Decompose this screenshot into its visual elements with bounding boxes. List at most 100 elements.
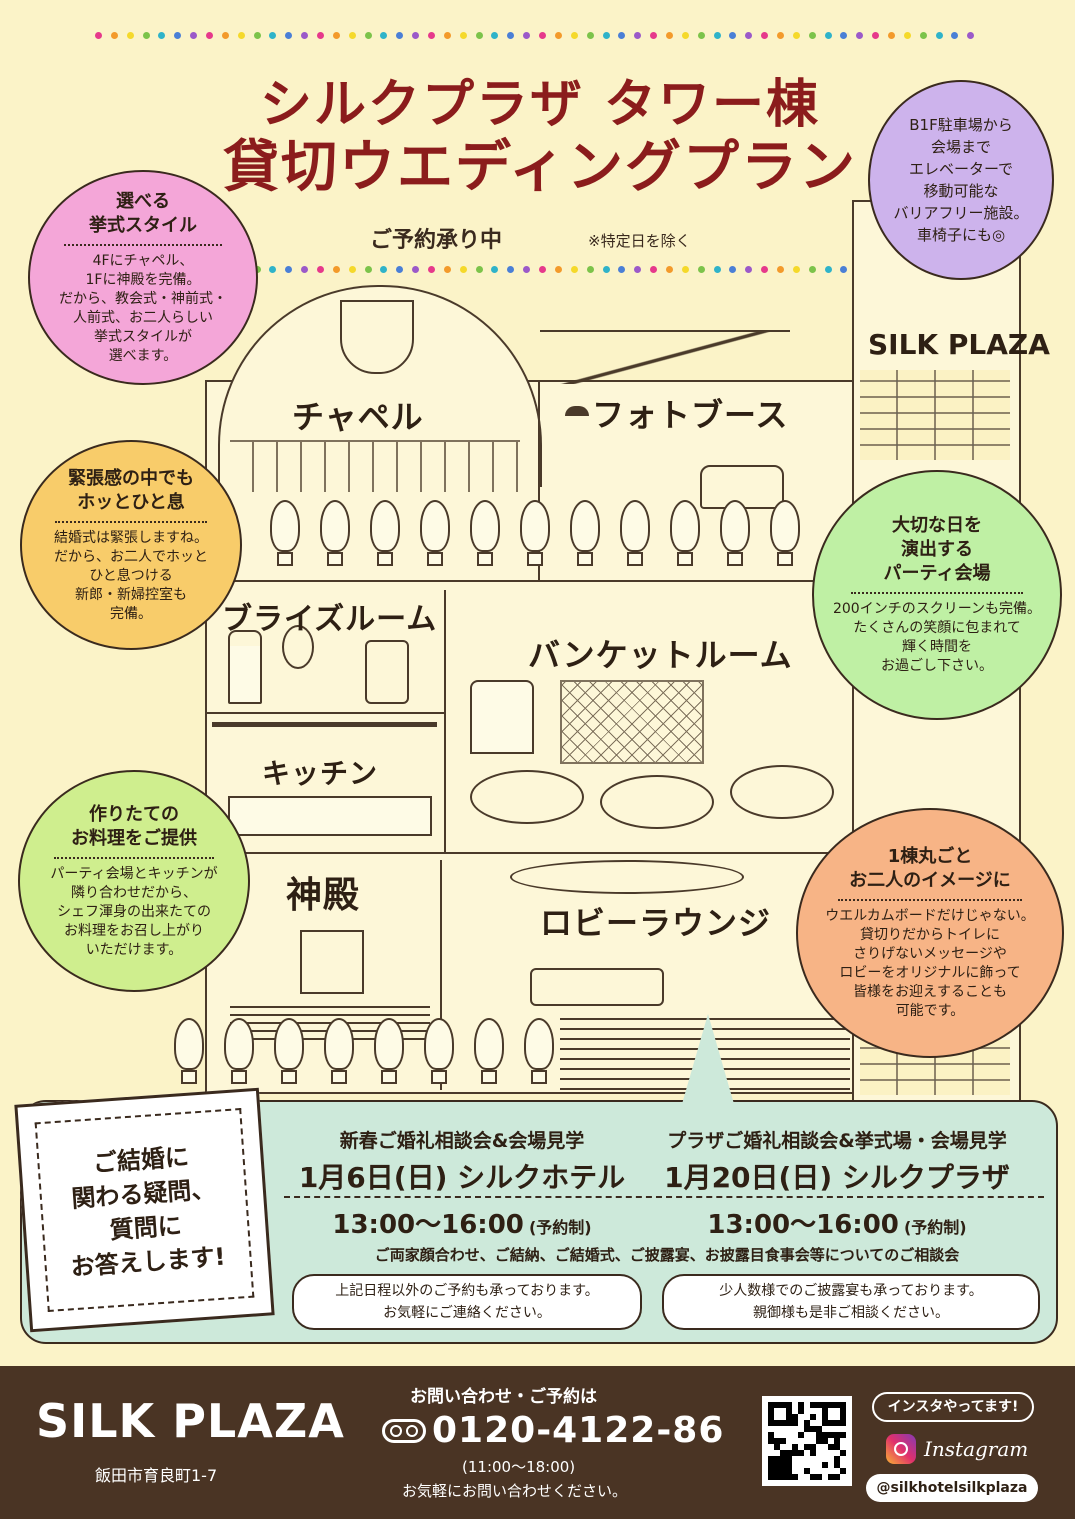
wall-1f	[440, 860, 442, 1090]
bubble-body: お過ごし下さい。	[881, 658, 993, 674]
decor-dot	[253, 32, 261, 39]
event2-time: 13:00～16:00	[707, 1210, 899, 1240]
decor-dot	[570, 32, 578, 39]
decor-dot	[428, 32, 436, 39]
wall-3f	[444, 590, 446, 852]
qr-cell	[768, 1456, 774, 1462]
insta-handle[interactable]: @silkhotelsilkplaza	[866, 1474, 1038, 1502]
title-line2: 貸切ウエディングプラン	[222, 135, 858, 200]
qr-cell	[810, 1450, 816, 1456]
qr-cell	[774, 1456, 780, 1462]
qr-cell	[816, 1402, 822, 1408]
insta-row[interactable]: Instagram	[886, 1434, 1028, 1464]
qr-cell	[828, 1438, 834, 1444]
qr-code[interactable]	[762, 1396, 852, 1486]
decor-dot	[158, 32, 166, 39]
qr-cell	[780, 1468, 786, 1474]
bubble-heading: お料理をご提供	[71, 827, 197, 849]
decor-dot	[396, 32, 404, 39]
shrine-altar	[300, 930, 364, 994]
decor-dot	[269, 266, 277, 273]
decor-dot	[634, 266, 642, 273]
qr-cell	[810, 1474, 816, 1480]
footer-address: 飯田市育良町1-7	[95, 1466, 218, 1485]
bubble-cooking: 作りたての お料理をご提供 パーティ会場とキッチンが 隣り合わせだから、 シェフ…	[18, 770, 250, 992]
tree	[368, 500, 402, 570]
bubble-body: お料理をお召し上がり	[64, 922, 204, 939]
qr-cell	[804, 1450, 810, 1456]
event-divider	[284, 1196, 1044, 1198]
decor-dot	[776, 266, 784, 273]
qr-cell	[774, 1408, 780, 1414]
qr-cell	[810, 1462, 816, 1468]
qr-cell	[810, 1456, 816, 1462]
qr-cell	[816, 1414, 822, 1420]
qr-cell	[786, 1414, 792, 1420]
bubble-body: 車椅子にも◎	[916, 226, 1006, 244]
event1-date: 1月6日(日)	[298, 1161, 448, 1194]
qr-cell	[840, 1444, 846, 1450]
qr-cell	[822, 1468, 828, 1474]
event2-date: 1月20日(日)	[664, 1161, 833, 1194]
phone-number[interactable]: 0120-4122-86	[432, 1410, 725, 1451]
title-line1: シルクプラザ タワー棟	[259, 75, 821, 135]
decor-dot	[745, 32, 753, 39]
qr-cell	[780, 1462, 786, 1468]
qr-cell	[786, 1420, 792, 1426]
qr-cell	[816, 1426, 822, 1432]
bride-chair	[365, 640, 409, 704]
room-label-kitchen: キッチン	[262, 757, 379, 790]
decor-dot	[523, 32, 531, 39]
decor-dot	[872, 32, 880, 39]
floor-line-3	[205, 712, 445, 714]
decor-dot	[887, 32, 895, 39]
event2-time-line: 13:00～16:00 (予約制)	[642, 1204, 1032, 1241]
qr-cell	[780, 1414, 786, 1420]
bubble-body: 移動可能な	[923, 182, 999, 200]
qr-cell	[774, 1444, 780, 1450]
decor-dot	[776, 32, 784, 39]
note-small-party: 少人数様でのご披露宴も承っております。 親御様も是非ご相談ください。	[662, 1274, 1040, 1330]
qr-cell	[834, 1432, 840, 1438]
chandelier	[340, 300, 414, 374]
qr-cell	[822, 1462, 828, 1468]
qr-cell	[792, 1432, 798, 1438]
banquet-table	[470, 770, 584, 824]
bubble-whole-building: 1棟丸ごと お二人のイメージに ウエルカムボードだけじゃない。 貸切りだからトイ…	[796, 808, 1064, 1058]
bubble-body: パーティ会場とキッチンが	[50, 865, 218, 882]
bubble-heading: 大切な日を	[892, 515, 982, 536]
tree	[518, 500, 552, 570]
instagram-label: Instagram	[924, 1437, 1029, 1461]
qr-cell	[804, 1426, 810, 1432]
qr-cell	[798, 1426, 804, 1432]
decor-dot	[174, 32, 182, 39]
qr-cell	[828, 1444, 834, 1450]
bubble-heading: お二人のイメージに	[849, 870, 1011, 891]
tree	[472, 1018, 506, 1088]
qr-cell	[768, 1438, 774, 1444]
qr-cell	[768, 1474, 774, 1480]
bubble-body: 輝く時間を	[902, 639, 972, 655]
phone-row[interactable]: 0120-4122-86	[382, 1410, 724, 1451]
qr-cell	[816, 1456, 822, 1462]
qr-cell	[792, 1408, 798, 1414]
qr-cell	[816, 1450, 822, 1456]
qr-cell	[822, 1432, 828, 1438]
decor-dot	[824, 266, 832, 273]
qr-cell	[792, 1468, 798, 1474]
qr-cell	[768, 1468, 774, 1474]
bubble-heading: 作りたての	[89, 803, 179, 825]
decor-dot	[95, 32, 102, 39]
decor-dot	[713, 32, 721, 39]
decor-dot	[903, 32, 911, 39]
qr-cell	[828, 1462, 834, 1468]
decor-dot	[808, 266, 816, 273]
tree	[318, 500, 352, 570]
qr-cell	[786, 1432, 792, 1438]
qr-cell	[804, 1462, 810, 1468]
qr-cell	[816, 1438, 822, 1444]
bubble-body: 可能です。	[895, 1003, 965, 1019]
tower-sign: SILK PLAZA	[868, 328, 1050, 361]
qr-cell	[792, 1402, 798, 1408]
qr-cell	[804, 1444, 810, 1450]
